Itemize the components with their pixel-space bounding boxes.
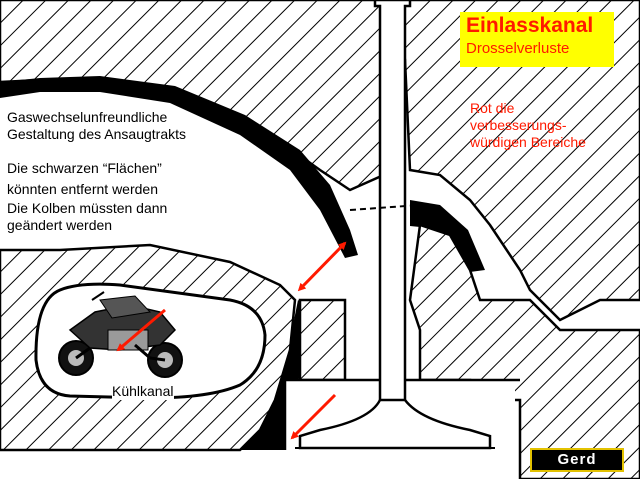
- right-note-line: verbesserungs-: [470, 117, 567, 133]
- guide-boundary: [349, 204, 421, 211]
- red-arrow-cooling: [116, 308, 166, 352]
- diagram-title: Einlasskanal: [466, 14, 594, 37]
- left-note-line: Gestaltung des Ansaugtrakts: [7, 126, 186, 142]
- motorcycle-icon: [58, 291, 183, 378]
- left-note-line: geändert werden: [7, 217, 113, 233]
- red-arrow-port-roof: [297, 241, 347, 292]
- right-note-line: Rot die: [470, 100, 515, 116]
- left-note-line: Die Kolben müssten dann: [7, 200, 168, 216]
- valve-stem: [373, 0, 412, 422]
- left-note-line: Die schwarzen “Flächen”: [7, 160, 162, 176]
- red-arrow-floor: [290, 393, 337, 440]
- head-right-block: [408, 223, 640, 479]
- left-note-line: könnten entfernt werden: [7, 181, 158, 197]
- diagram-subtitle: Drosselverluste: [466, 40, 570, 57]
- port-roof-black-area: [0, 76, 358, 258]
- logo: Gerd: [530, 448, 624, 472]
- left-note-line: Gaswechselunfreundliche: [7, 109, 168, 125]
- right-note-line: würdigen Bereiche: [470, 134, 586, 150]
- cooling-channel-label: Kühlkanal: [112, 383, 174, 400]
- logo-text: Gerd: [557, 451, 597, 468]
- title-box: [460, 12, 614, 67]
